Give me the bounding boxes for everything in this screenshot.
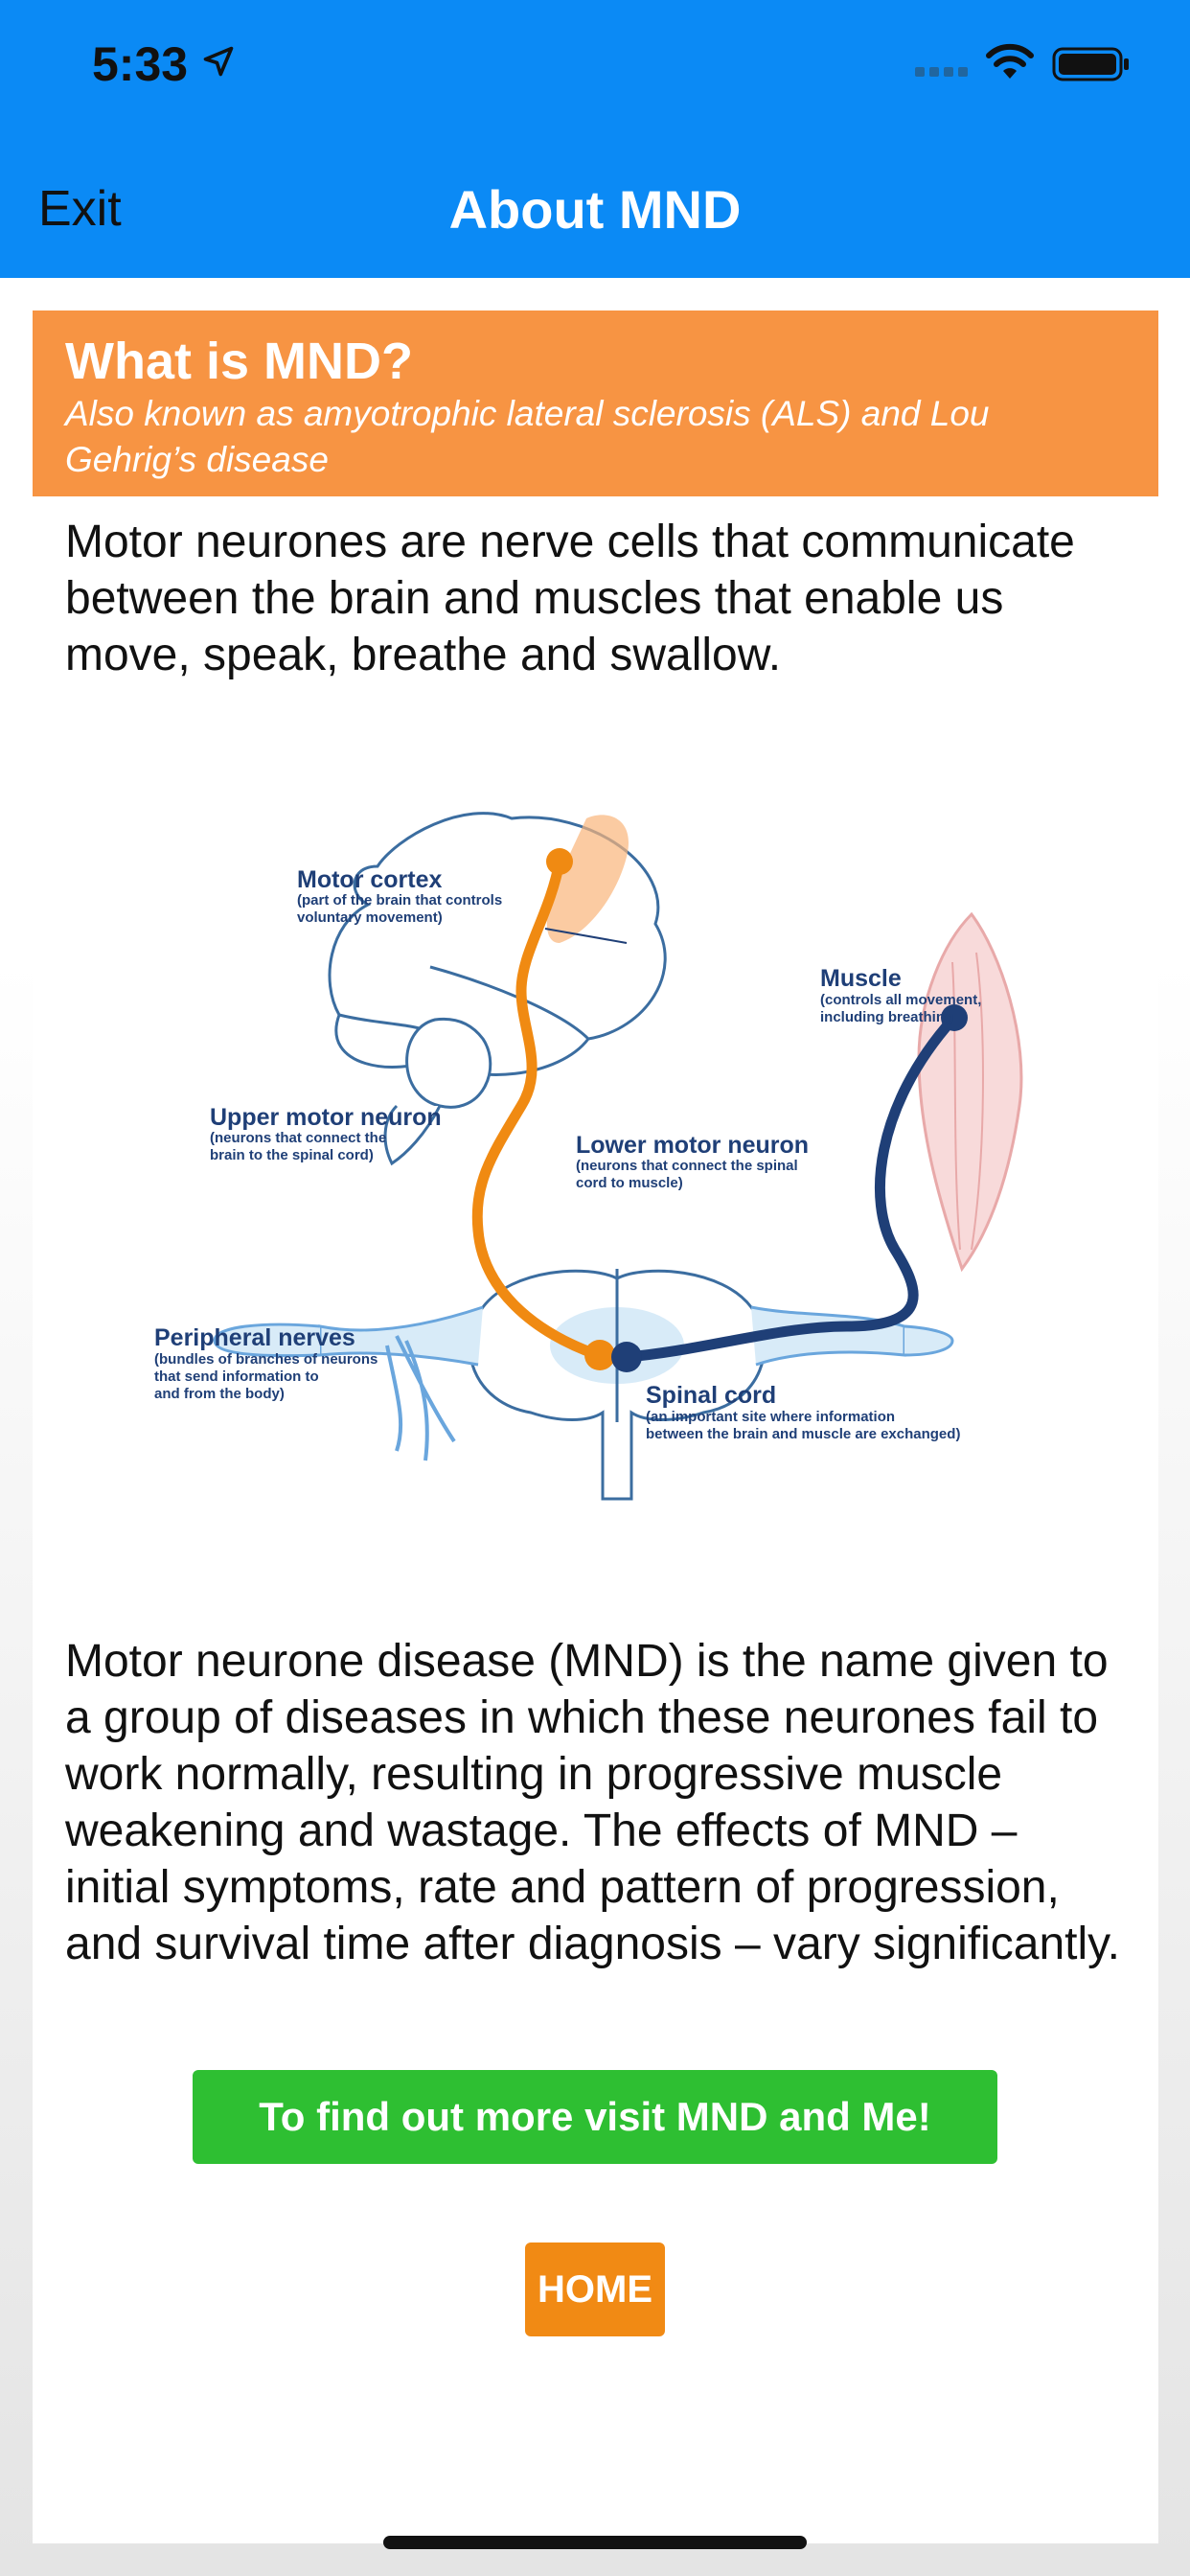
label-upper-motor-neuron-desc-2: brain to the spinal cord): [210, 1147, 374, 1163]
label-peripheral-nerves-desc-2: that send information to: [154, 1368, 319, 1385]
label-muscle-desc-1: (controls all movement,: [820, 992, 981, 1008]
label-motor-cortex: Motor cortex (part of the brain that con…: [297, 866, 502, 926]
battery-icon: [1052, 47, 1129, 81]
cellular-signal-icon: [915, 67, 968, 77]
label-muscle: Muscle (controls all movement, including…: [820, 965, 981, 1025]
navigation-bar: 5:33 Exit About MND: [0, 0, 1190, 278]
label-upper-motor-neuron-desc-1: (neurons that connect the: [210, 1130, 386, 1146]
card-subtitle: Also known as amyotrophic lateral sclero…: [65, 394, 990, 479]
label-lower-motor-neuron-title: Lower motor neuron: [576, 1132, 809, 1159]
lower-motor-neuron-path: [621, 1014, 958, 1363]
label-lower-motor-neuron: Lower motor neuron (neurons that connect…: [576, 1132, 809, 1191]
label-muscle-title: Muscle: [820, 965, 902, 992]
card-title: What is MND?: [65, 333, 413, 390]
wifi-icon: [986, 43, 1034, 79]
home-button[interactable]: HOME: [525, 2242, 665, 2336]
motor-neuron-diagram: Motor cortex (part of the brain that con…: [154, 812, 1023, 1501]
location-arrow-icon: [203, 46, 234, 77]
label-peripheral-nerves: Peripheral nerves (bundles of branches o…: [154, 1324, 378, 1402]
label-peripheral-nerves-desc-1: (bundles of branches of neurons: [154, 1351, 378, 1368]
label-muscle-desc-2: including breathing: [820, 1009, 953, 1025]
intro-paragraph: Motor neurones are nerve cells that comm…: [65, 517, 1075, 680]
exit-button[interactable]: Exit: [38, 181, 122, 237]
label-motor-cortex-desc-1: (part of the brain that controls: [297, 892, 502, 908]
label-lower-motor-neuron-desc-1: (neurons that connect the spinal: [576, 1158, 798, 1174]
mnd-and-me-button[interactable]: To find out more visit MND and Me!: [193, 2070, 997, 2164]
body-paragraph: Motor neurone disease (MND) is the name …: [65, 1636, 1120, 1969]
label-motor-cortex-desc-2: voluntary movement): [297, 909, 443, 926]
label-peripheral-nerves-desc-3: and from the body): [154, 1386, 285, 1402]
label-spinal-cord-title: Spinal cord: [646, 1382, 776, 1409]
home-indicator: [383, 2536, 807, 2549]
content-card: What is MND? Also known as amyotrophic l…: [33, 310, 1158, 2543]
label-upper-motor-neuron-title: Upper motor neuron: [210, 1104, 442, 1131]
upper-motor-neuron-path: [471, 856, 604, 1361]
label-upper-motor-neuron: Upper motor neuron (neurons that connect…: [210, 1104, 442, 1163]
page-title: About MND: [448, 179, 742, 240]
card-header: What is MND? Also known as amyotrophic l…: [33, 310, 1158, 496]
label-peripheral-nerves-title: Peripheral nerves: [154, 1324, 355, 1351]
label-spinal-cord-desc-1: (an important site where information: [646, 1409, 895, 1425]
muscle-shape: [917, 911, 1023, 1273]
label-motor-cortex-title: Motor cortex: [297, 866, 443, 893]
status-time: 5:33: [92, 37, 189, 91]
label-lower-motor-neuron-desc-2: cord to muscle): [576, 1175, 683, 1191]
label-spinal-cord-desc-2: between the brain and muscle are exchang…: [646, 1426, 960, 1442]
label-spinal-cord: Spinal cord (an important site where inf…: [646, 1382, 960, 1442]
